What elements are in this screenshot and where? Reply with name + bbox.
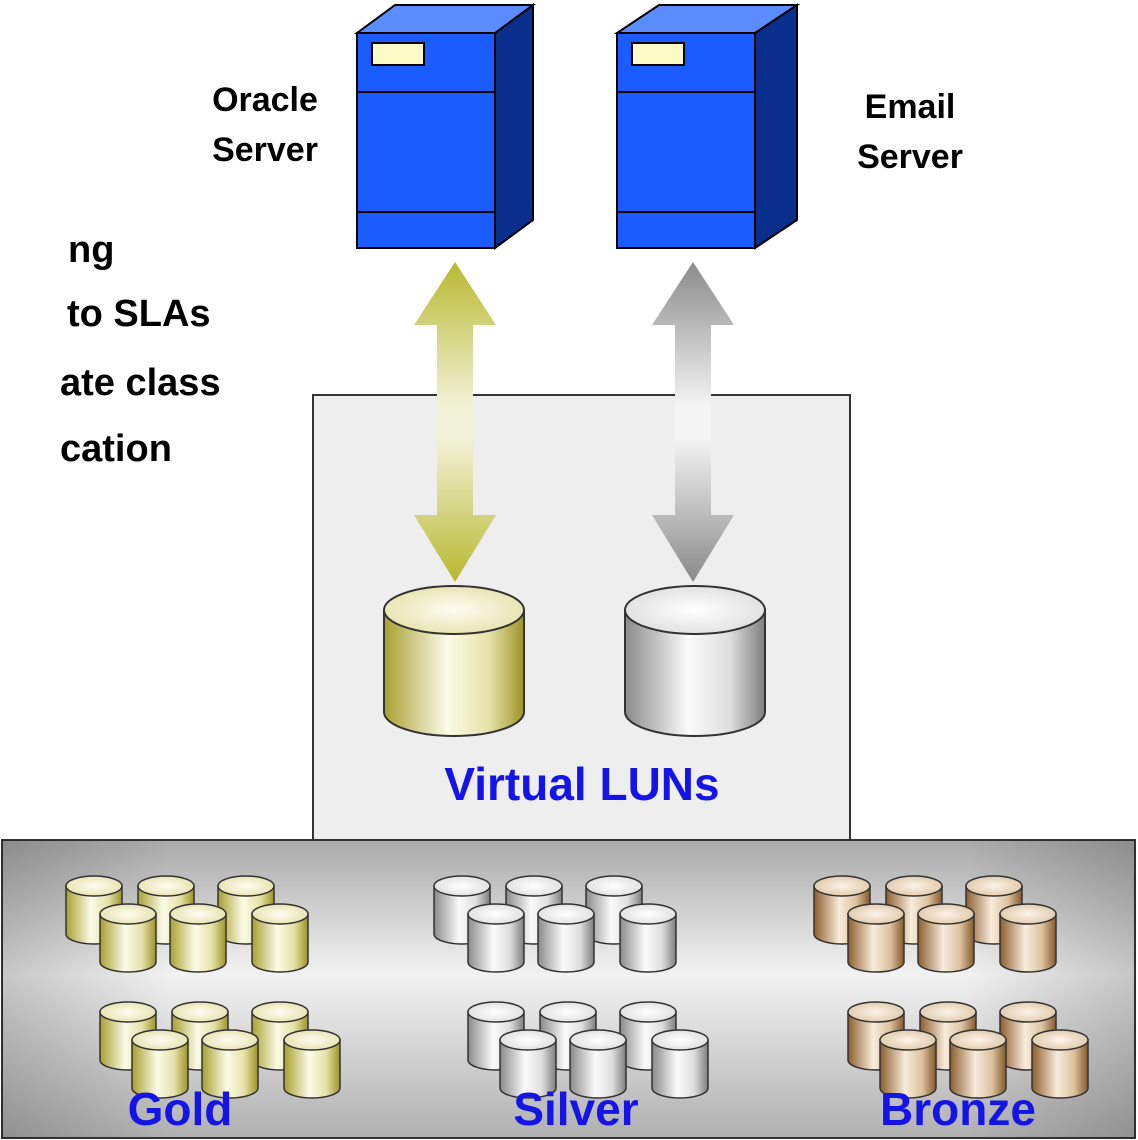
bronze-tier-disk-group: [813, 875, 1089, 1099]
bronze-disk-icon: [917, 903, 975, 973]
oracle-server-label-line-1: Oracle: [212, 81, 318, 119]
silver-disk-icon: [467, 903, 525, 973]
email-server-label-line-2: Server: [857, 138, 963, 176]
bronze-disk-icon: [879, 1029, 937, 1099]
bullet-text-line-2: to SLAs: [67, 293, 211, 335]
bronze-disk-icon: [847, 903, 905, 973]
gold-disk-icon: [283, 1029, 341, 1099]
gold-disk-icon: [99, 903, 157, 973]
bronze-disk-icon: [999, 903, 1057, 973]
gold-disk-icon: [169, 903, 227, 973]
silver-tier-label: Silver: [513, 1083, 638, 1135]
oracle-double-arrow-icon: [414, 262, 496, 582]
silver-disk-icon: [537, 903, 595, 973]
gold-disk-icon: [201, 1029, 259, 1099]
gold-tier-label: Gold: [128, 1083, 233, 1135]
bullet-text-line-4: cation: [60, 428, 172, 470]
silver-tier-disk-group: [433, 875, 709, 1099]
gold-tier-disk-group: [65, 875, 341, 1099]
gold-disk-icon: [65, 875, 123, 945]
virtual-luns-label: Virtual LUNs: [444, 758, 719, 810]
email-server-label-line-1: Email: [865, 88, 956, 126]
email-double-arrow-icon: [652, 262, 734, 582]
bronze-disk-icon: [1031, 1029, 1089, 1099]
silver-disk-icon: [569, 1029, 627, 1099]
bronze-disk-icon: [949, 1029, 1007, 1099]
gold-disk-icon: [251, 903, 309, 973]
email-server-icon[interactable]: [613, 3, 801, 250]
virtual-lun-disk-silver-icon: [624, 585, 766, 737]
silver-disk-icon: [619, 903, 677, 973]
silver-disk-icon: [433, 875, 491, 945]
gold-disk-icon: [131, 1029, 189, 1099]
virtual-lun-disk-gold-icon: [383, 585, 525, 737]
silver-disk-icon: [651, 1029, 709, 1099]
silver-disk-icon: [585, 875, 643, 945]
bullet-text-line-1: ng: [68, 229, 114, 271]
oracle-server-label-line-2: Server: [212, 131, 318, 169]
bullet-text-line-3: ate class: [60, 362, 221, 404]
bronze-tier-label: Bronze: [880, 1083, 1036, 1135]
silver-disk-icon: [499, 1029, 557, 1099]
oracle-server-icon[interactable]: [353, 3, 537, 250]
